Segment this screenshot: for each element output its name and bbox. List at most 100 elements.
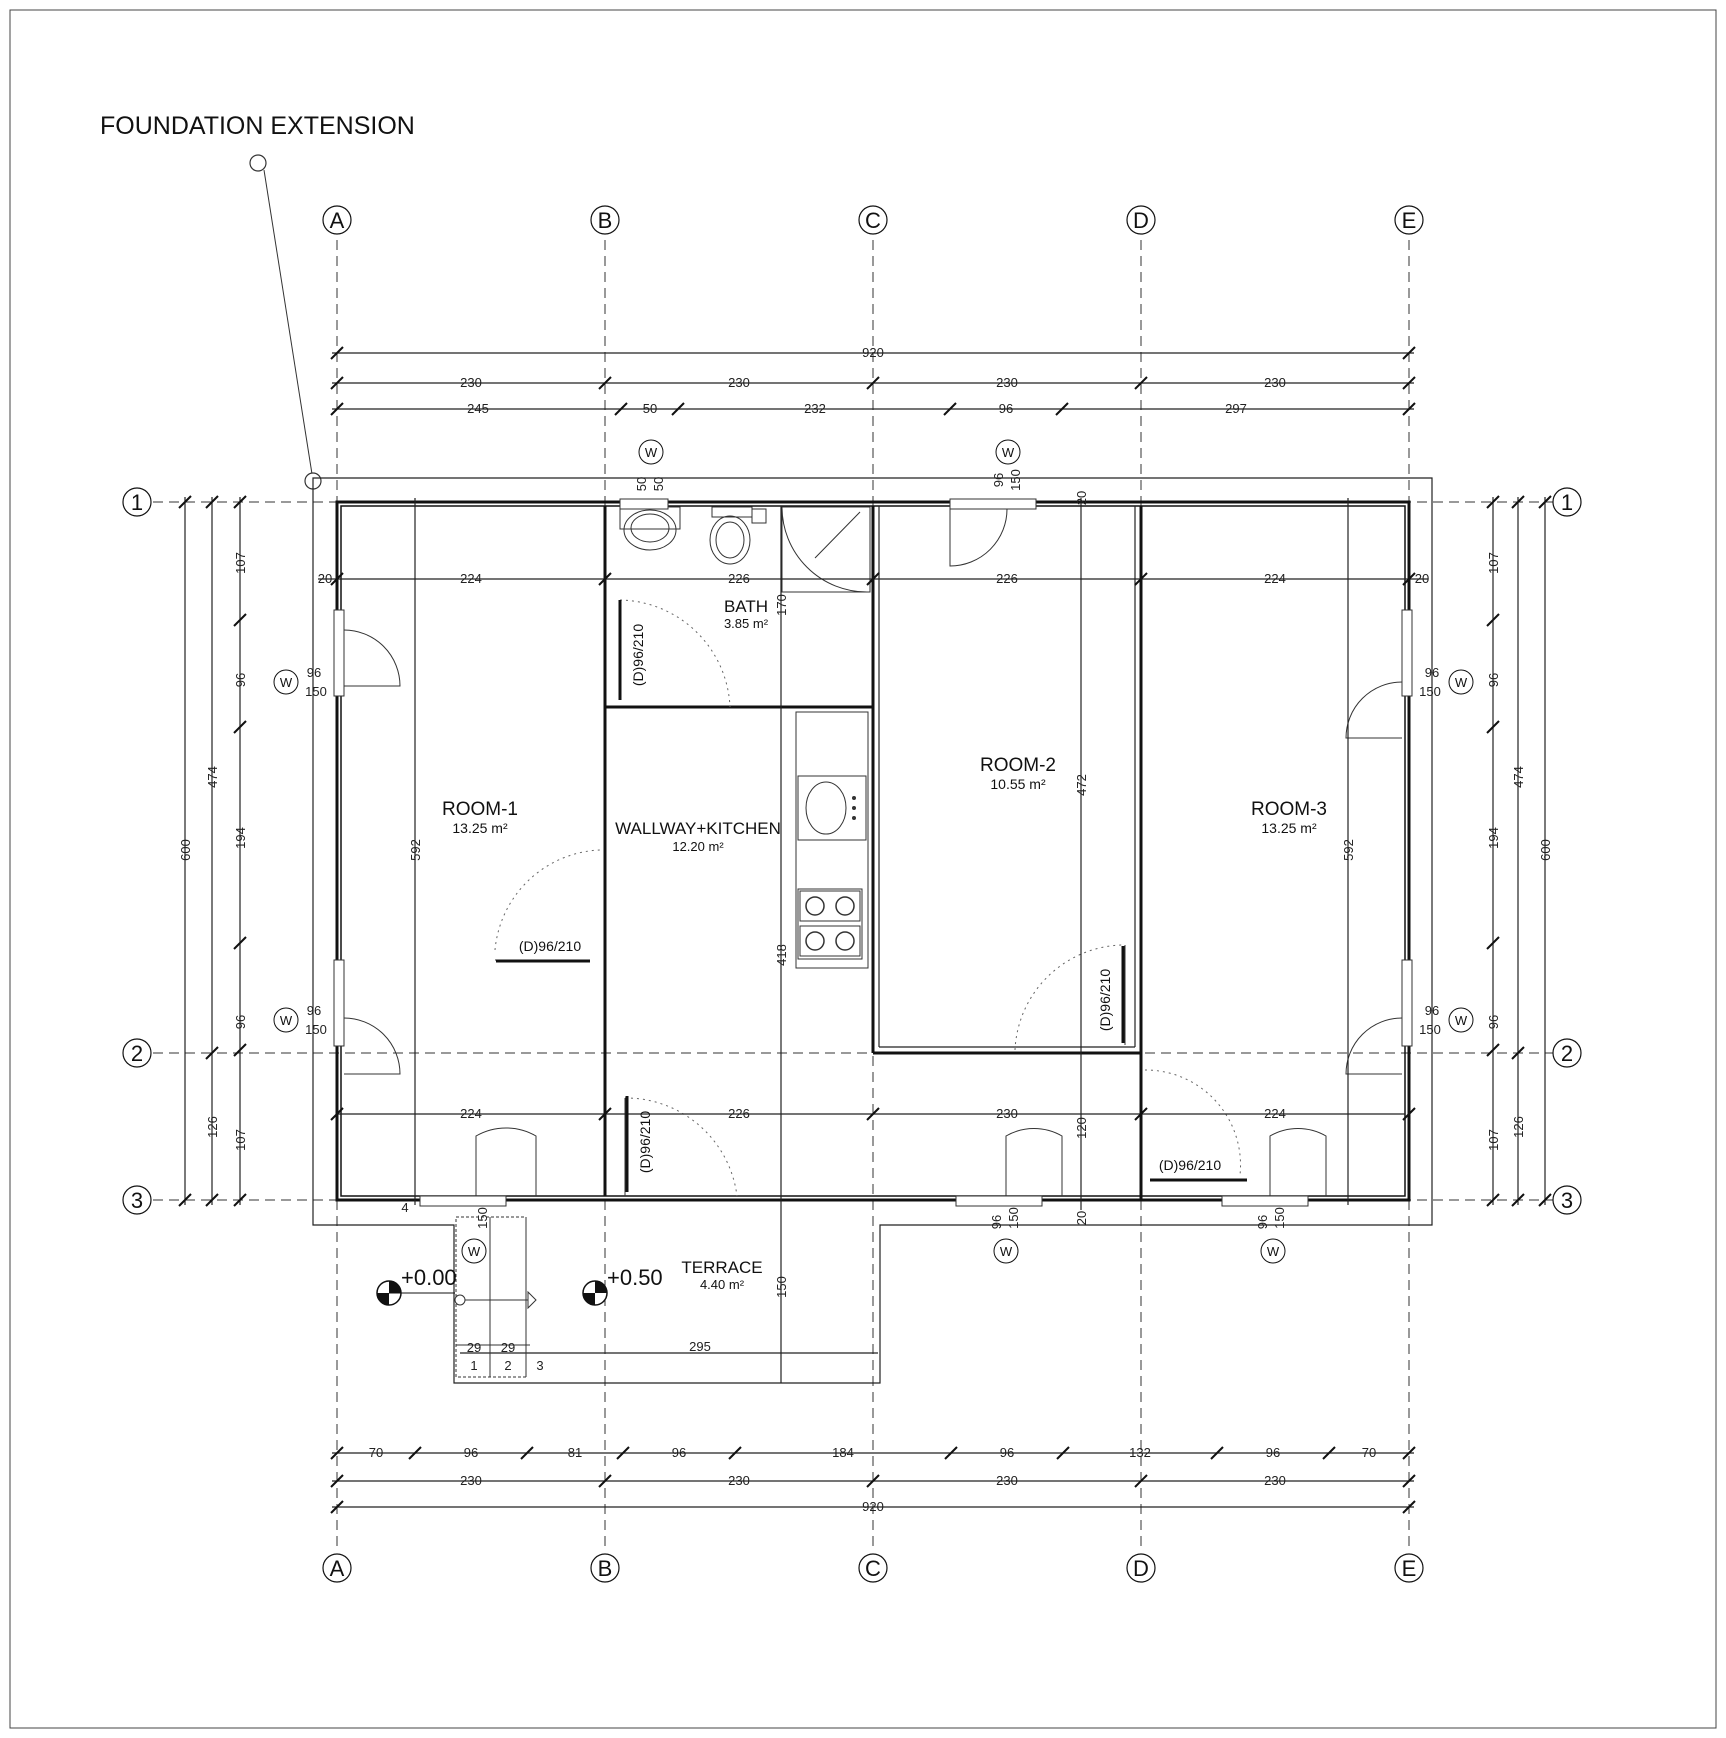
room-name-room3: ROOM-3 (1251, 799, 1327, 820)
window-w4-height: 150 (1419, 1022, 1441, 1037)
window-w6-width: 50 (634, 477, 649, 491)
window-w8-height: 150 (1006, 1207, 1021, 1229)
drawing-title: FOUNDATION EXTENSION (100, 112, 415, 140)
grid-label-b-bottom: B (598, 1556, 613, 1581)
dim-right-open-1: 107 (1486, 552, 1501, 574)
room-area-room1: 13.25 m² (452, 820, 508, 836)
window-tag-w6: W (645, 445, 658, 460)
dim-right-open-4: 96 (1486, 1015, 1501, 1029)
window-w1-height: 150 (305, 684, 327, 699)
room-area-room2: 10.55 m² (990, 776, 1046, 792)
room-area-terrace: 4.40 m² (700, 1277, 745, 1292)
dim-bottom-open-6: 96 (1000, 1445, 1014, 1460)
dim-wall-thickness-b: 20 (1074, 491, 1089, 505)
dim-bottom-open-3: 81 (568, 1445, 582, 1460)
door-label-kitchen: (D)96/210 (637, 1111, 653, 1173)
dim-int-height-kitchen: 418 (774, 944, 789, 966)
dim-int-height-bath: 170 (774, 594, 789, 616)
dim-int-top-1: 20 (318, 571, 332, 586)
dim-bottom-axis-1: 230 (460, 1473, 482, 1488)
room-name-room2: ROOM-2 (980, 755, 1056, 776)
side-dimension-texts: 600 474 126 107 96 194 96 107 600 474 12… (178, 552, 1553, 1151)
window-w8-width: 96 (989, 1215, 1004, 1229)
dim-top-open-1: 245 (467, 401, 489, 416)
window-w6-height: 50 (651, 477, 666, 491)
grid-label-e-top: E (1402, 208, 1417, 233)
stove-icon (797, 888, 863, 960)
grid-label-c-bottom: C (865, 1556, 881, 1581)
dim-bottom-axis-2: 230 (728, 1473, 750, 1488)
window-w4-width: 96 (1425, 1003, 1439, 1018)
dim-int-height-corridor: 120 (1074, 1117, 1089, 1139)
window-w5-height: 150 (1008, 469, 1023, 491)
dim-top-axis-4: 230 (1264, 375, 1286, 390)
dim-int-top-5: 224 (1264, 571, 1286, 586)
level-markers: +0.00 +0.50 (376, 1265, 663, 1306)
kitchen-counter (795, 711, 869, 969)
grid-label-d-bottom: D (1133, 1556, 1149, 1581)
grid-bubbles-bottom: A B C D E (322, 1553, 1424, 1583)
door-label-bath: (D)96/210 (630, 624, 646, 686)
interior-walls (603, 506, 1143, 1200)
window-w9-height: 150 (1272, 1207, 1287, 1229)
grid-label-e-bottom: E (1402, 1556, 1417, 1581)
window-w3-height: 150 (1419, 684, 1441, 699)
dim-int-top-4: 226 (996, 571, 1018, 586)
dim-int-top-2: 224 (460, 571, 482, 586)
room-name-terrace: TERRACE (681, 1258, 762, 1277)
room-name-bath: BATH (724, 597, 768, 616)
dim-bottom-open-2: 96 (464, 1445, 478, 1460)
dim-int-height-room3: 592 (1341, 839, 1356, 861)
dim-int-bottom-1: 224 (460, 1106, 482, 1121)
window-tag-w9: W (1267, 1244, 1280, 1259)
room-labels: ROOM-1 13.25 m² BATH 3.85 m² WALLWAY+KIT… (442, 597, 1327, 1292)
dim-int-bottom-3: 230 (996, 1106, 1018, 1121)
grid-label-a-bottom: A (330, 1556, 345, 1581)
grid-label-b-top: B (598, 208, 613, 233)
stair-step-3: 3 (536, 1358, 543, 1373)
dim-right-open-3: 194 (1486, 827, 1501, 849)
door-label-room2: (D)96/210 (1097, 969, 1113, 1031)
grid-label-3-right: 3 (1561, 1188, 1573, 1213)
window-tags: W 96 150 W 96 150 W 96 150 W 96 150 W 96… (273, 439, 1474, 1264)
dim-int-top-6: 20 (1415, 571, 1429, 586)
dim-left-seg-1: 474 (205, 766, 220, 788)
dimension-lines-side (178, 495, 1552, 1207)
room-area-room3: 13.25 m² (1261, 820, 1317, 836)
window-w1-width: 96 (307, 665, 321, 680)
grid-bubbles-rows: 1 2 3 1 2 3 (122, 487, 1582, 1215)
dim-bottom-axis-3: 230 (996, 1473, 1018, 1488)
door-swings (494, 599, 1245, 1197)
kitchen-sink-icon (805, 781, 847, 835)
grid-label-1-left: 1 (131, 490, 143, 515)
dim-left-total: 600 (178, 839, 193, 861)
stair-step-1: 1 (470, 1358, 477, 1373)
sheet-border (9, 9, 1717, 1729)
room-name-room1: ROOM-1 (442, 799, 518, 820)
dim-int-top-3: 226 (728, 571, 750, 586)
dim-int-bottom-4: 224 (1264, 1106, 1286, 1121)
dim-bottom-open-8: 96 (1266, 1445, 1280, 1460)
window-tag-w2: W (280, 1013, 293, 1028)
dim-bottom-open-5: 184 (832, 1445, 854, 1460)
level-label-terrace: +0.50 (607, 1265, 663, 1290)
leader-line (263, 169, 313, 475)
dim-int-height-terrace: 150 (774, 1276, 789, 1298)
window-w9-width: 96 (1255, 1215, 1270, 1229)
dim-bottom-open-7: 132 (1129, 1445, 1151, 1460)
window-tag-w8: W (1000, 1244, 1013, 1259)
dim-left-open-5: 107 (233, 1129, 248, 1151)
window-tag-w5: W (1002, 445, 1015, 460)
dim-left-seg-2: 126 (205, 1116, 220, 1138)
shower-tray-icon (781, 506, 871, 593)
dim-bottom-axis-4: 230 (1264, 1473, 1286, 1488)
dim-top-open-2: 50 (643, 401, 657, 416)
dim-top-total: 920 (862, 345, 884, 360)
dim-right-total: 600 (1538, 839, 1553, 861)
window-tag-w7: W (468, 1244, 481, 1259)
toilet-icon (709, 515, 751, 565)
bath-fixtures (619, 506, 871, 593)
foundation-outline (312, 477, 1433, 1384)
window-w2-height: 150 (305, 1022, 327, 1037)
